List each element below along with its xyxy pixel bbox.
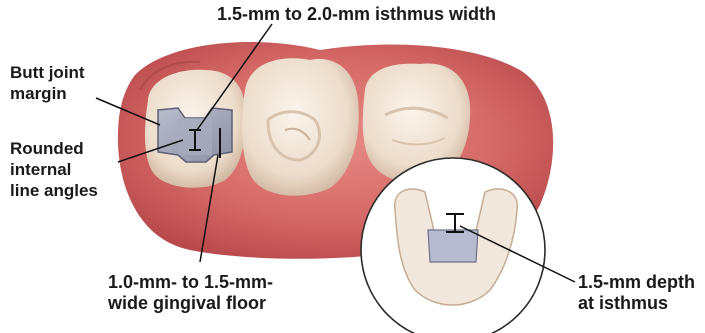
depth-isthmus-line-2: at isthmus — [578, 293, 695, 314]
depth-isthmus-label: 1.5-mm depth at isthmus — [578, 272, 695, 314]
rounded-angles-line-2: internal — [10, 159, 98, 180]
rounded-angles-line-1: Rounded — [10, 138, 98, 159]
gingival-floor-line-2: wide gingival floor — [108, 293, 273, 314]
rounded-angles-label: Rounded internal line angles — [10, 138, 98, 201]
butt-joint-label: Butt joint margin — [10, 62, 85, 104]
isthmus-width-label: 1.5-mm to 2.0-mm isthmus width — [217, 4, 496, 25]
depth-isthmus-line-1: 1.5-mm depth — [578, 272, 695, 293]
rounded-angles-line-3: line angles — [10, 180, 98, 201]
butt-joint-line-2: margin — [10, 83, 85, 104]
isthmus-width-text: 1.5-mm to 2.0-mm isthmus width — [217, 4, 496, 25]
gingival-floor-line-1: 1.0-mm- to 1.5-mm- — [108, 272, 273, 293]
butt-joint-line-1: Butt joint — [10, 62, 85, 83]
molar-middle — [242, 58, 359, 195]
isthmus-depth-inset — [361, 158, 545, 333]
gingival-floor-label: 1.0-mm- to 1.5-mm- wide gingival floor — [108, 272, 273, 314]
prepared-tooth — [145, 70, 246, 188]
